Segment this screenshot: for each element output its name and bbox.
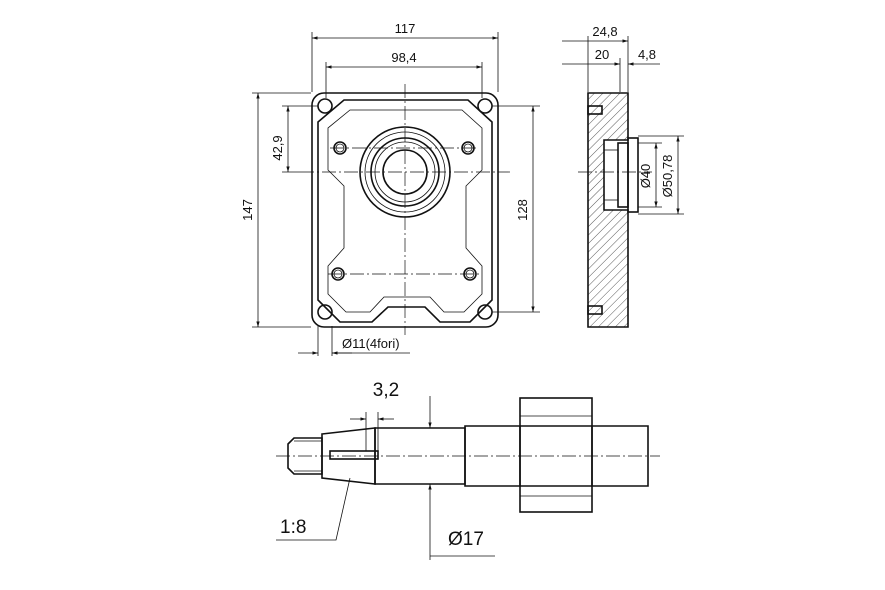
dim-thickness-total: 24,8 [592, 24, 617, 39]
dim-bore-offset: 42,9 [270, 135, 285, 160]
hole-bottom-left [317, 304, 333, 320]
dim-height-total: 147 [240, 199, 255, 221]
hole-top-left [317, 98, 333, 114]
side-view: 24,8 20 4,8 Ø40 Ø50,78 [562, 24, 684, 328]
side-pilot [627, 137, 639, 213]
dim-shaft-diameter: Ø17 [448, 529, 484, 550]
shaft-view: 3,2 1:8 Ø17 [276, 380, 660, 560]
dim-pilot-diameter: Ø40 [638, 164, 653, 189]
inner-profile [317, 99, 493, 323]
dim-height-inner: 128 [515, 199, 530, 221]
holes-label: Ø11(4fori) [342, 336, 400, 351]
shaft-gear [519, 397, 593, 513]
dim-width-total: 117 [395, 21, 416, 36]
shaft-key [329, 450, 379, 460]
dim-spigot-diameter: Ø50,78 [660, 155, 675, 198]
inner-recess [327, 109, 483, 313]
dim-thickness-body: 20 [595, 47, 609, 62]
side-body-section [587, 92, 629, 328]
dim-width-inner: 98,4 [391, 50, 416, 65]
front-view: 117 98,4 147 42,9 128 Ø11(4fori) [240, 21, 540, 356]
hole-top-right [477, 98, 493, 114]
dim-key-width: 3,2 [373, 380, 399, 401]
dim-thickness-pilot: 4,8 [638, 47, 656, 62]
dim-taper: 1:8 [280, 517, 306, 538]
